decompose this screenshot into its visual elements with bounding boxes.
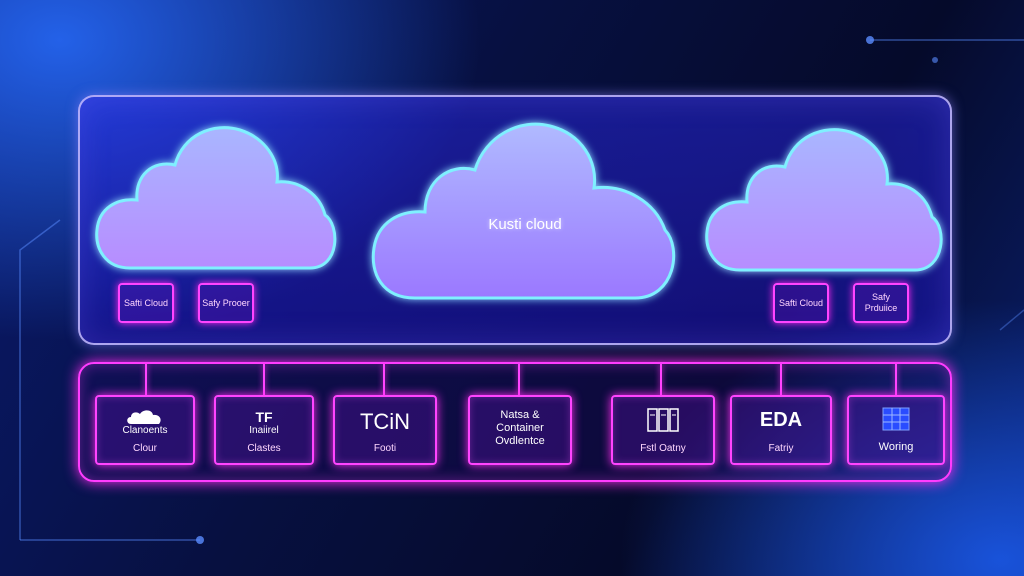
right-cloud (705, 122, 945, 272)
right-tag-2: Safy Prduiice (853, 283, 909, 323)
right-tag-1: Safti Cloud (773, 283, 829, 323)
grid-logo-icon (849, 407, 943, 434)
eda-text: EDA (759, 409, 803, 431)
box-label: Woring (878, 441, 914, 453)
box-label: Fstl Oatny (640, 443, 686, 454)
box-icon-text: Inaiirel (249, 425, 279, 436)
box-label: Clour (133, 443, 157, 454)
service-box-tcin: TCiN Footi (333, 395, 437, 465)
cluster-icon: TF (255, 409, 273, 425)
connector-line (660, 364, 662, 395)
box-label: Clastes (247, 443, 281, 454)
server-rack-icon (613, 407, 713, 436)
connector-line (263, 364, 265, 395)
center-cloud-label: Kusti cloud (488, 216, 562, 233)
box-label: Fatriy (768, 443, 794, 454)
connector-line (383, 364, 385, 395)
service-box-eda: EDA Fatriy (730, 395, 832, 465)
box-label: Footi (373, 443, 397, 454)
left-tag-2: Safy Prooer (198, 283, 254, 323)
connector-line (895, 364, 897, 395)
center-cloud: Kusti cloud (370, 118, 680, 300)
service-box-gateway: Fstl Oatny (611, 395, 715, 465)
tcin-text: TCiN (359, 409, 411, 434)
left-tag-1: Safti Cloud (118, 283, 174, 323)
service-layer-panel (78, 362, 952, 482)
service-box-working: Woring (847, 395, 945, 465)
service-box-cloud: Clanoents Clour (95, 395, 195, 465)
box-label: Natsa & Container Ovdlentce (495, 409, 545, 447)
cloud-icon (97, 409, 193, 428)
box-icon-text: Clanoents (122, 425, 168, 436)
left-cloud (95, 120, 340, 270)
service-box-clusters: TF Inaiirel Clastes (214, 395, 314, 465)
connector-line (780, 364, 782, 395)
service-box-container: Natsa & Container Ovdlentce (468, 395, 572, 465)
connector-line (518, 364, 520, 395)
connector-line (145, 364, 147, 395)
